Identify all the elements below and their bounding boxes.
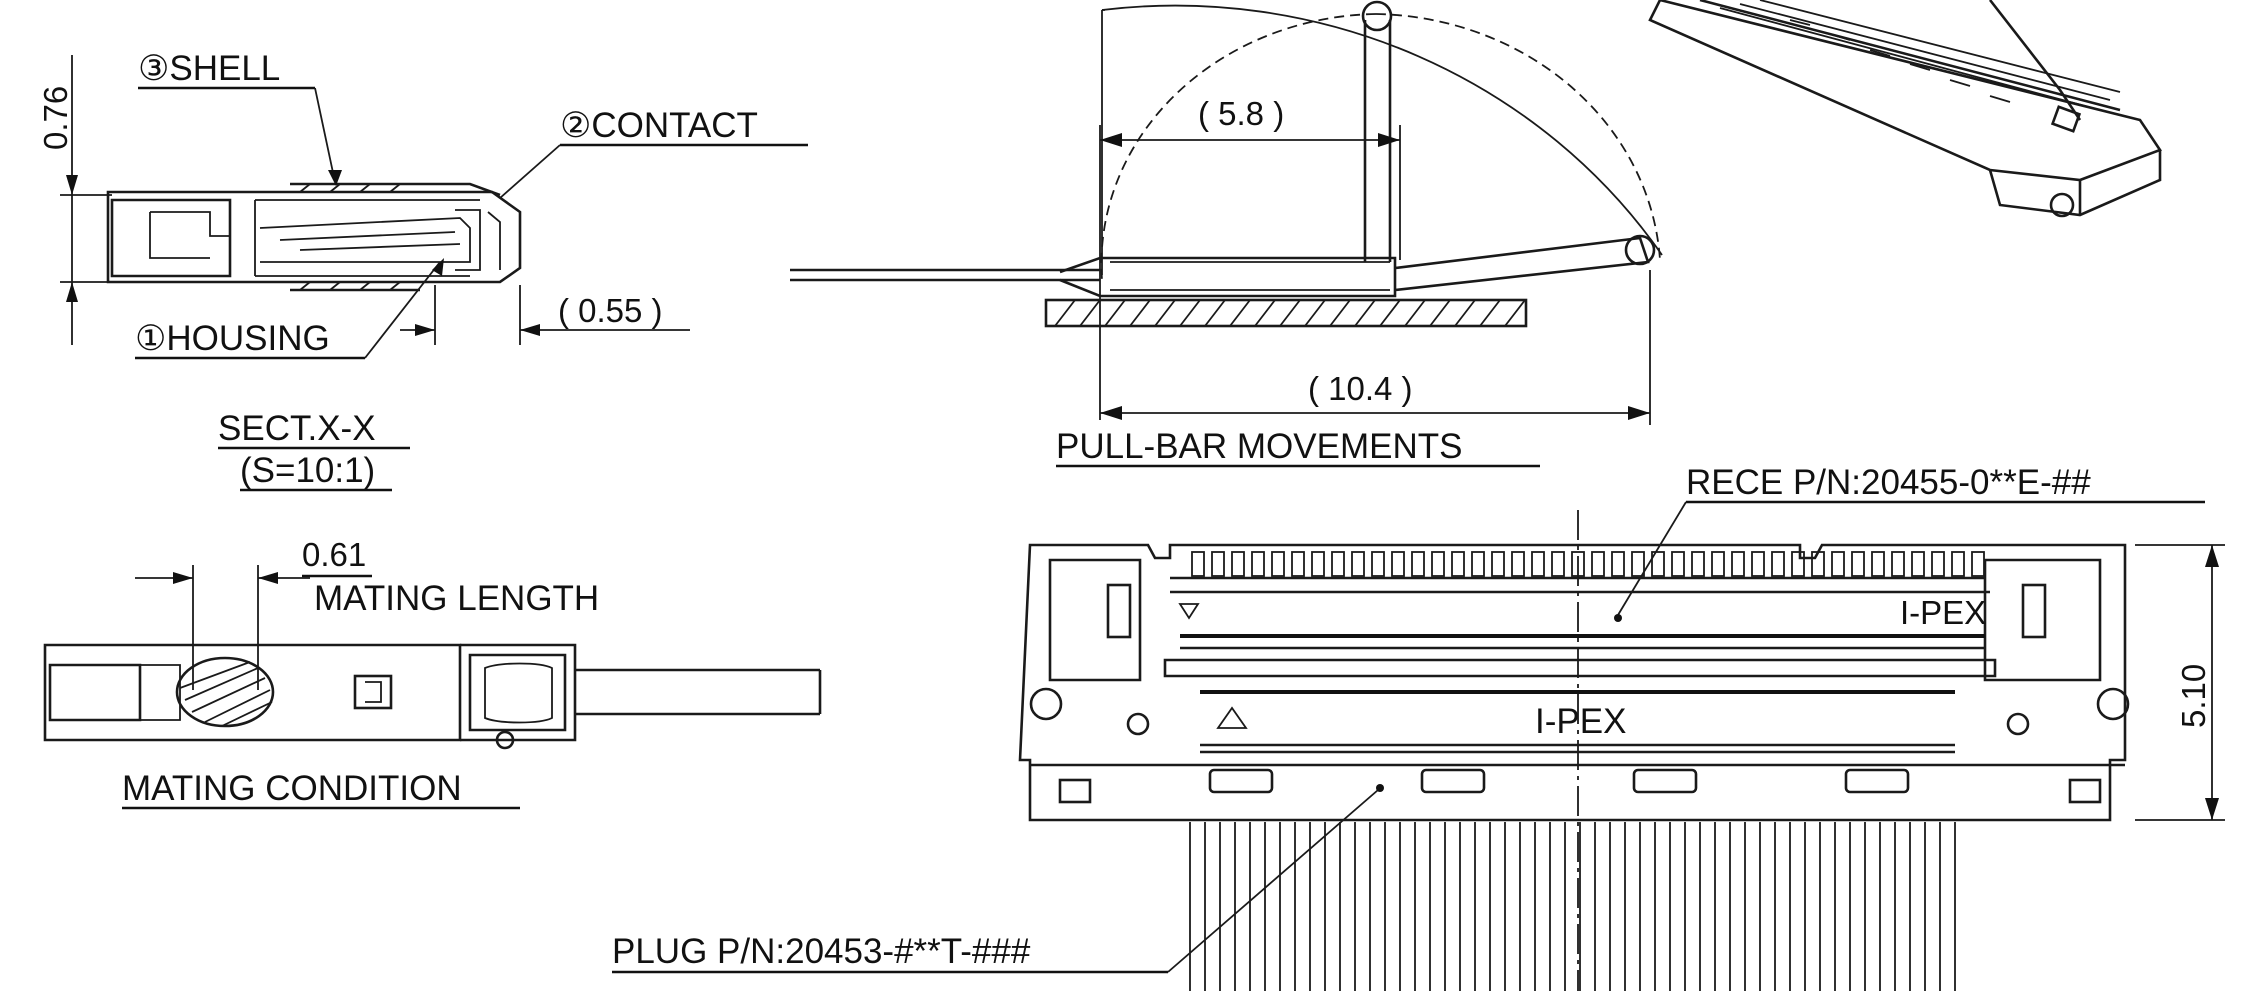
contact-pin (1871, 551, 1885, 577)
housing-label: ①HOUSING (135, 319, 330, 358)
isometric-view (1648, 0, 2162, 218)
pull-bar-title: PULL-BAR MOVEMENTS (1056, 427, 1462, 466)
contact-pin (1671, 551, 1685, 577)
mating-view: 0.61 MATING LENGTH MATING CONDITION (43, 536, 822, 810)
contact-pin (1891, 551, 1905, 577)
contact-pin (1731, 551, 1745, 577)
mating-title: MATING CONDITION (122, 769, 462, 808)
receptacle-brand: I-PEX (1900, 594, 1986, 631)
contact-pin (1851, 551, 1865, 577)
contact-pin (1531, 551, 1545, 577)
dimension-height: 5.10 (2175, 664, 2212, 728)
contact-pin (1551, 551, 1565, 577)
contact-pin (1391, 551, 1405, 577)
contact-pin (1471, 551, 1485, 577)
contact-pin (1311, 551, 1325, 577)
section-title: SECT.X-X (218, 409, 376, 448)
dimension-small: ( 5.8 ) (1198, 95, 1284, 132)
contact-pin (1791, 551, 1805, 577)
dimension-thickness: 0.76 (37, 86, 74, 150)
contact-pin (1651, 551, 1665, 577)
contact-pin (1711, 551, 1725, 577)
contact-pin (1291, 551, 1305, 577)
contact-pin (1371, 551, 1385, 577)
contact-pin (1691, 551, 1705, 577)
contact-pin (1491, 551, 1505, 577)
contact-pin (1751, 551, 1765, 577)
contact-pin (1191, 551, 1205, 577)
section-scale: (S=10:1) (240, 451, 375, 490)
shell-label: ③SHELL (138, 49, 280, 88)
contact-pin (1211, 551, 1225, 577)
contact-pin (1331, 551, 1345, 577)
contact-label: ②CONTACT (560, 106, 758, 145)
plug-brand: I-PEX (1535, 702, 1626, 741)
contact-pin (1971, 551, 1985, 577)
contact-pin (1631, 551, 1645, 577)
contact-pin (1591, 551, 1605, 577)
contact-pin (1831, 551, 1845, 577)
contact-pin (1811, 551, 1825, 577)
contact-pin (1271, 551, 1285, 577)
contact-pin (1411, 551, 1425, 577)
receptacle-part-number: RECE P/N:20455-0**E-## (1686, 463, 2091, 502)
contact-pin (1771, 551, 1785, 577)
dimension-mating: 0.61 (302, 536, 366, 573)
contact-pin (1511, 551, 1525, 577)
contact-pin (1431, 551, 1445, 577)
mating-length-label: MATING LENGTH (314, 579, 599, 618)
contact-pin (1231, 551, 1245, 577)
section-view: 0.76 ③SHELL ②CONTACT ①HOUSING (37, 49, 808, 492)
contact-pin (1251, 551, 1265, 577)
pull-bar-view: ( 5.8 ) ( 10.4 ) PULL-BAR MOVEMENTS (790, 0, 1663, 468)
contact-pin (1351, 551, 1365, 577)
contact-pin (1951, 551, 1965, 577)
contact-pin (1911, 551, 1925, 577)
dimension-offset: ( 0.55 ) (558, 292, 663, 329)
plan-view: RECE P/N:20455-0**E-## I-PEX I-PEX (612, 463, 2225, 991)
contact-pin (1451, 551, 1465, 577)
dimension-large: ( 10.4 ) (1308, 370, 1413, 407)
plug-part-number: PLUG P/N:20453-#**T-### (612, 932, 1031, 971)
contact-pin (1931, 551, 1945, 577)
contact-pin (1611, 551, 1625, 577)
